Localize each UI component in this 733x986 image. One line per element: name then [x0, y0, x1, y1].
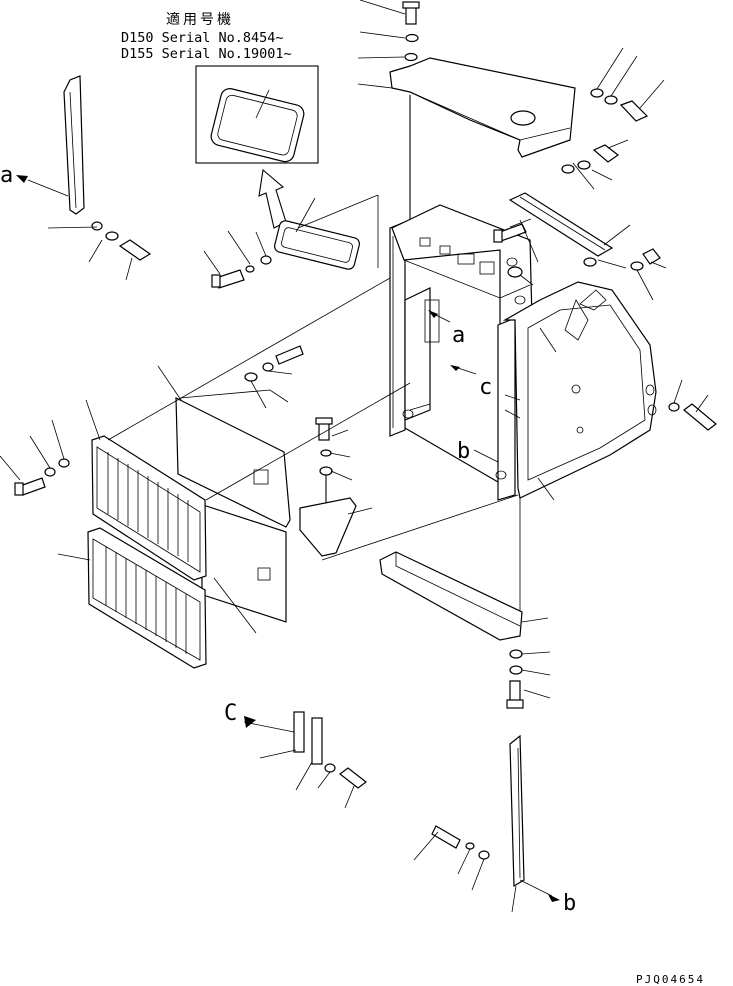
assembly-lines [107, 194, 521, 620]
seal-group [203, 197, 360, 289]
view-letter-c-center: c [479, 375, 492, 400]
upper-grille [91, 435, 207, 581]
view-letter-b-center: b [457, 439, 470, 464]
inset-detail-box [195, 65, 319, 229]
view-letter-a-left: a [0, 163, 13, 188]
applicability-line-1: D150 Serial No.8454~ [121, 30, 284, 46]
right-bolt-group [668, 379, 717, 431]
bracket-c-group [243, 711, 367, 809]
applicability-title: 適用号機 [166, 11, 234, 28]
right-lower-post [413, 734, 560, 913]
applicability-line-2: D155 Serial No.19001~ [121, 46, 292, 62]
view-arrows [428, 310, 499, 463]
radiator-grilles [0, 399, 207, 669]
view-letter-a-center: a [452, 323, 465, 348]
view-labels: a a c b C b [0, 163, 576, 916]
applicability-note: 適用号機 D150 Serial No.8454~ D155 Serial No… [121, 11, 292, 62]
lower-grille [87, 527, 207, 669]
top-cover-group [357, 0, 665, 230]
view-letter-c-lower: C [224, 701, 237, 726]
drawing-code: PJQ04654 [636, 973, 705, 986]
bottom-channel-group [379, 551, 551, 709]
center-channel-group [299, 417, 373, 557]
main-frame [389, 162, 667, 501]
view-letter-b-bottom: b [563, 891, 576, 916]
left-post [16, 75, 152, 281]
mesh-panels [157, 345, 304, 634]
